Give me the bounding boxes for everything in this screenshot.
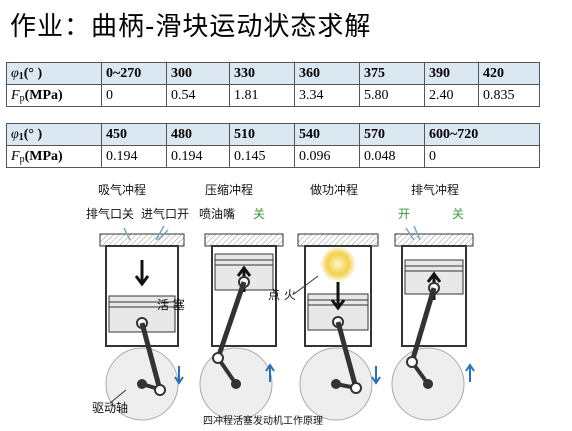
force-cell: 0.096 (294, 145, 360, 168)
valve-closed-label: 关 (452, 207, 464, 221)
valve-open-label: 开 (398, 207, 410, 221)
stroke-title: 做功冲程 (310, 182, 358, 197)
force-cell: 0.048 (359, 145, 425, 168)
force-cell: 1.81 (229, 84, 295, 107)
injector-label: 喷油嘴 (199, 207, 235, 221)
phi-label-cell: φ1(° ) (6, 123, 102, 146)
force-cell: 0.54 (166, 84, 230, 107)
angle-cell: 0~270 (101, 62, 167, 85)
angle-cell: 570 (359, 123, 425, 146)
angle-row: φ1(° ) 450 480 510 540 570 600~720 (6, 123, 540, 146)
exhaust-port-label: 排气口关 (86, 206, 134, 221)
valve-closed-label: 关 (253, 207, 265, 221)
up-arrow-icon (265, 363, 275, 382)
ignition-flame-icon (320, 246, 356, 282)
crank-slider-table-1: φ1(° ) 0~270 300 330 360 375 390 420 Fp(… (6, 62, 540, 107)
force-cell: 0.194 (166, 145, 230, 168)
force-cell: 5.80 (359, 84, 425, 107)
diagram-caption: 四冲程活塞发动机工作原理 (203, 414, 323, 427)
ignition-label: 点 火 (268, 288, 296, 302)
angle-cell: 450 (101, 123, 167, 146)
piston-label: 活 塞 (157, 297, 185, 312)
crankshaft-label: 驱动轴 (92, 400, 128, 415)
force-cell: 2.40 (424, 84, 479, 107)
angle-cell: 510 (229, 123, 295, 146)
angle-cell: 375 (359, 62, 425, 85)
stroke-title: 吸气冲程 (98, 182, 146, 197)
stroke-title: 排气冲程 (411, 182, 459, 197)
force-cell: 3.34 (294, 84, 360, 107)
angle-cell: 300 (166, 62, 230, 85)
down-arrow-icon (371, 366, 381, 385)
force-row: Fp(MPa) 0 0.54 1.81 3.34 5.80 2.40 0.835 (6, 84, 540, 107)
angle-cell: 420 (478, 62, 540, 85)
down-arrow-icon (174, 366, 184, 385)
force-cell: 0.194 (101, 145, 167, 168)
intake-port-label: 进气口开 (141, 206, 189, 221)
force-cell: 0.835 (478, 84, 540, 107)
force-cell: 0 (101, 84, 167, 107)
angle-cell: 330 (229, 62, 295, 85)
crank-slider-table-2: φ1(° ) 450 480 510 540 570 600~720 Fp(MP… (6, 123, 540, 168)
angle-cell: 600~720 (424, 123, 540, 146)
power-stroke-engine: 点 火 (268, 233, 381, 421)
force-row: Fp(MPa) 0.194 0.194 0.145 0.096 0.048 0 (6, 145, 540, 168)
angle-cell: 480 (166, 123, 230, 146)
four-stroke-engine-diagram: 吸气冲程 压缩冲程 做功冲程 排气冲程 排气口关 进气口开 活 塞 驱动轴 喷油… (86, 182, 475, 427)
exhaust-stroke-engine: 开 关 (391, 207, 475, 421)
fp-label-cell: Fp(MPa) (6, 145, 102, 168)
page-title: 作业：曲柄-滑块运动状态求解 (10, 12, 372, 42)
force-cell: 0.145 (229, 145, 295, 168)
up-arrow-icon (465, 363, 475, 382)
compression-stroke-engine: 喷油嘴 关 (199, 207, 284, 421)
angle-row: φ1(° ) 0~270 300 330 360 375 390 420 (6, 62, 540, 85)
force-cell: 0 (424, 145, 540, 168)
fp-label-cell: Fp(MPa) (6, 84, 102, 107)
angle-cell: 390 (424, 62, 479, 85)
phi-label-cell: φ1(° ) (6, 62, 102, 85)
angle-cell: 540 (294, 123, 360, 146)
stroke-title: 压缩冲程 (205, 182, 253, 197)
intake-stroke-engine: 排气口关 进气口开 活 塞 驱动轴 (86, 206, 189, 421)
angle-cell: 360 (294, 62, 360, 85)
